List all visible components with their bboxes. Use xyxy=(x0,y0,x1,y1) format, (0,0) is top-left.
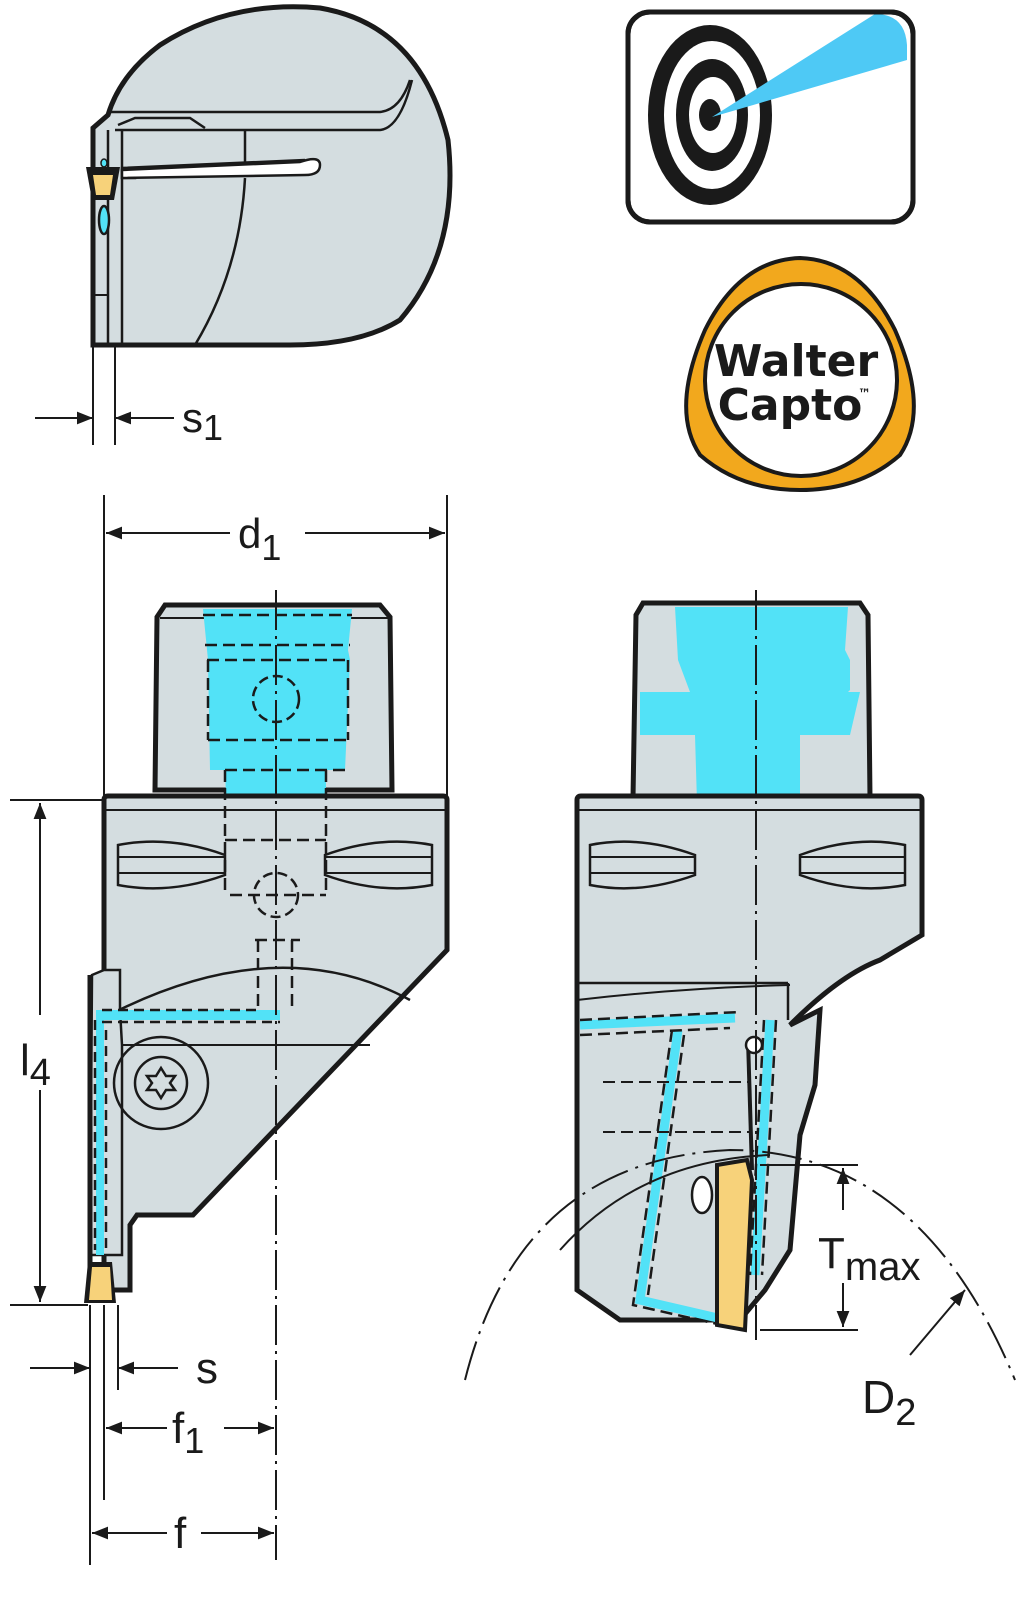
dim-f1-label: f1 xyxy=(172,1404,204,1461)
side-view xyxy=(464,590,1016,1381)
dim-f-label: f xyxy=(174,1509,187,1558)
coolant-jet xyxy=(712,14,907,117)
dim-d1-label: d1 xyxy=(238,510,281,568)
svg-text:™: ™ xyxy=(858,387,871,402)
dim-tmax-label: Tmax xyxy=(818,1229,920,1289)
svg-text:Walter: Walter xyxy=(714,336,879,387)
walter-capto-logo: Walter Capto ™ xyxy=(684,255,916,493)
top-view xyxy=(35,4,453,445)
dim-d2-label: D2 xyxy=(862,1371,916,1434)
svg-text:Capto: Capto xyxy=(718,380,863,431)
front-view xyxy=(10,495,450,1565)
dim-s-label: s xyxy=(196,1344,218,1393)
dim-s1-label: s1 xyxy=(182,394,223,448)
side-insert xyxy=(715,1157,755,1333)
precision-coolant-icon xyxy=(625,9,916,225)
dim-l4-label: l4 xyxy=(20,1036,51,1094)
